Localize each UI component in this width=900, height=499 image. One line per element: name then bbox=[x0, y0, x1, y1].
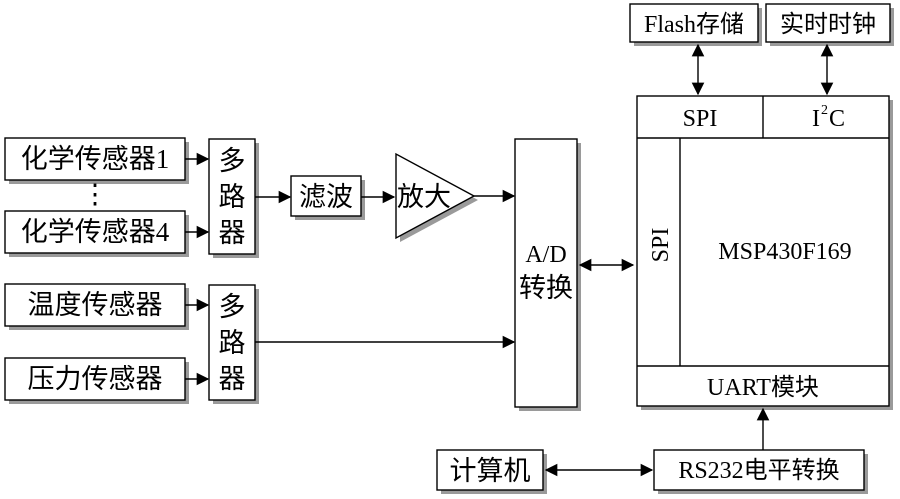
mcu-spi-side-label: SPI bbox=[648, 228, 674, 263]
mux-1-box: 多 路 器 bbox=[208, 138, 259, 258]
temp-sensor-label: 温度传感器 bbox=[28, 290, 163, 320]
chem-sensor-4-label: 化学传感器4 bbox=[21, 217, 170, 247]
adc-box: A/D 转换 bbox=[514, 138, 581, 411]
amplifier-triangle: 放大 bbox=[395, 152, 478, 242]
chem-sensor-1-label: 化学传感器1 bbox=[21, 144, 170, 174]
computer-box: 计算机 bbox=[436, 449, 547, 494]
mcu-uart-label: UART模块 bbox=[707, 374, 819, 401]
temp-sensor-box: 温度传感器 bbox=[4, 283, 189, 330]
mux-1-char-2: 路 bbox=[219, 182, 246, 212]
mux-2-char-2: 路 bbox=[219, 328, 246, 358]
chem-sensor-1-box: 化学传感器1 bbox=[4, 137, 189, 184]
i2c-suffix: C bbox=[829, 106, 845, 132]
filter-label: 滤波 bbox=[299, 182, 353, 212]
rtc-label: 实时时钟 bbox=[780, 11, 876, 38]
rs232-box: RS232电平转换 bbox=[653, 449, 868, 494]
mux-2-box: 多 路 器 bbox=[208, 284, 259, 404]
mcu-spi-top-label: SPI bbox=[683, 106, 718, 132]
mcu-block: SPI I 2 C SPI MSP430F169 UART模块 bbox=[636, 95, 893, 410]
i2c-prefix: I bbox=[812, 106, 820, 132]
adc-label-line1: A/D bbox=[525, 242, 566, 268]
i2c-superscript: 2 bbox=[821, 103, 828, 118]
mcu-name-label: MSP430F169 bbox=[718, 239, 851, 265]
rs232-label: RS232电平转换 bbox=[678, 457, 839, 484]
rtc-box: 实时时钟 bbox=[765, 3, 894, 46]
flash-storage-label: Flash存储 bbox=[644, 11, 744, 38]
mcu-i2c-label: I 2 C bbox=[812, 103, 845, 132]
amplifier-label: 放大 bbox=[397, 182, 451, 212]
pressure-sensor-box: 压力传感器 bbox=[4, 357, 189, 404]
computer-label: 计算机 bbox=[450, 456, 531, 486]
pressure-sensor-label: 压力传感器 bbox=[28, 364, 163, 394]
filter-box: 滤波 bbox=[290, 175, 365, 220]
adc-label-line2: 转换 bbox=[519, 273, 573, 303]
mux-2-char-3: 器 bbox=[219, 364, 246, 394]
mux-2-char-1: 多 bbox=[219, 292, 246, 322]
mux-1-char-1: 多 bbox=[219, 146, 246, 176]
chem-sensor-4-box: 化学传感器4 bbox=[4, 210, 189, 257]
ellipsis-dots: ⋮ bbox=[82, 179, 109, 209]
mux-1-char-3: 器 bbox=[219, 218, 246, 248]
flash-storage-box: Flash存储 bbox=[629, 3, 762, 46]
